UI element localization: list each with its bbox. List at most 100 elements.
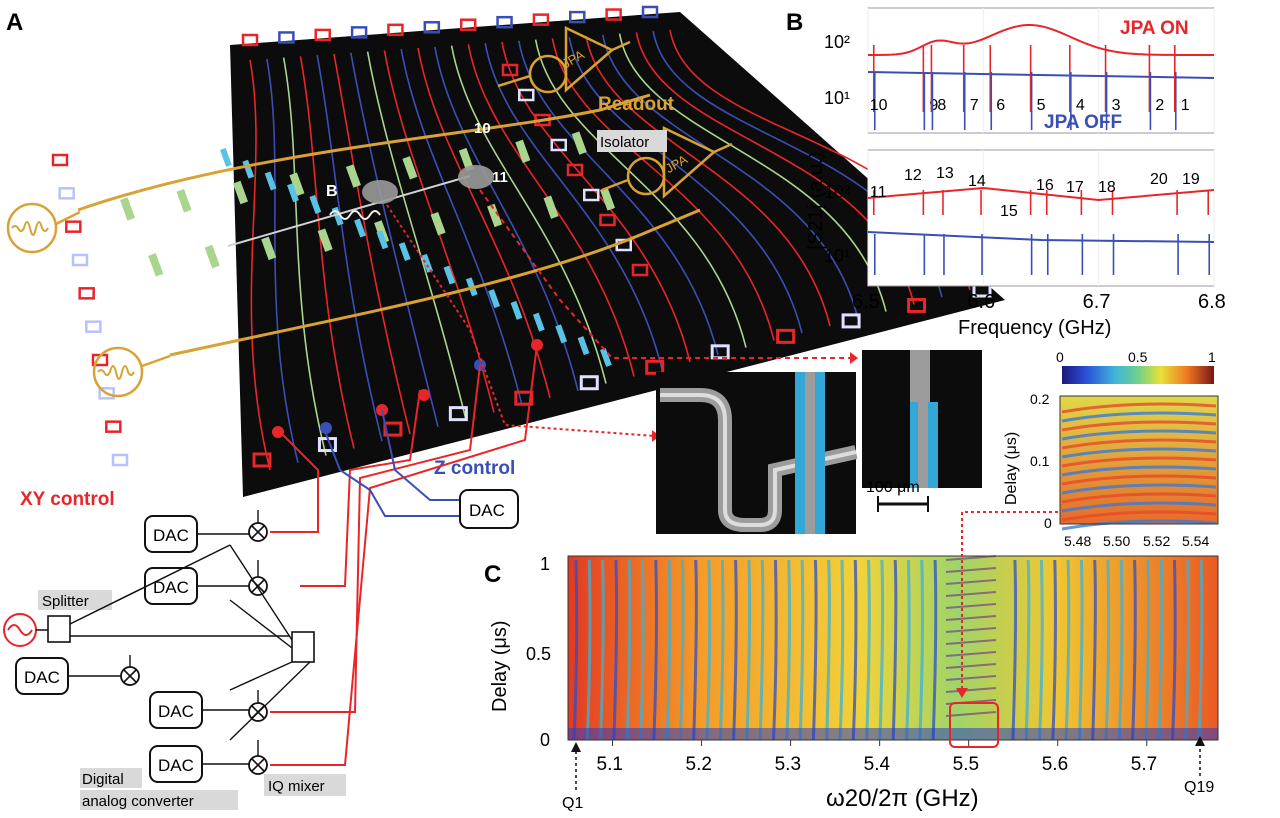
chevron-fringe <box>1117 559 1124 741</box>
pointer-line-b <box>386 204 656 437</box>
pointer-line-isolator <box>479 189 852 359</box>
chip-pad <box>518 88 535 102</box>
qubit-island <box>309 195 322 214</box>
xy-line-2 <box>300 389 421 587</box>
resonance-label-top: 9 <box>929 97 938 114</box>
low-delay-band <box>568 728 1218 740</box>
qubit-resonator <box>345 164 361 188</box>
chip-pad <box>710 344 730 360</box>
bond-pad <box>418 389 430 401</box>
chip-pad <box>459 18 477 31</box>
zoom-pointer-arrow <box>956 688 968 698</box>
inset-fringe <box>1061 465 1217 477</box>
chevron-fringe <box>1184 559 1190 741</box>
inset-ylabel: Delay (μs) <box>1003 432 1020 505</box>
chip-wire <box>417 47 551 399</box>
inset-fringe <box>1061 402 1217 414</box>
chip-pad <box>71 253 89 267</box>
b-ytick-top-100: 10² <box>824 32 850 52</box>
chevron-fringe <box>1104 559 1111 741</box>
jpa-off-label: JPA OFF <box>1044 112 1122 133</box>
readout-line-bottom <box>169 208 701 357</box>
c-xtick-label: 5.4 <box>864 754 891 775</box>
chevron-fringe <box>891 559 898 741</box>
chevron-fringe <box>838 559 845 741</box>
chip-pad <box>550 138 567 152</box>
xy-wiring <box>229 599 293 649</box>
jpa-on-trace-top <box>867 24 1215 56</box>
chevron-fringe <box>1157 559 1164 741</box>
chip-pad <box>111 453 129 467</box>
inset-heatmap: 0 0.5 1 Delay (μs) 0.2 0.1 0 5.48 5.50 5… <box>1003 349 1219 549</box>
chip-pad <box>583 188 600 202</box>
b-xtick-label: 6.7 <box>1083 291 1111 313</box>
panel-b-top-axes <box>867 7 1215 134</box>
qubit-island <box>264 171 277 191</box>
chevron-fringe <box>798 559 805 741</box>
chip-pad <box>532 13 550 26</box>
chip-wire <box>316 55 383 442</box>
inset-fringe <box>1061 519 1217 531</box>
chip-wire <box>602 34 859 319</box>
c-xtick-label: 5.6 <box>1042 754 1068 775</box>
qubit-resonator <box>402 156 418 180</box>
b-ytick-bottom-100: 10² <box>824 182 850 202</box>
chevron-fringe <box>931 559 938 741</box>
chevron-fringe <box>639 559 645 741</box>
chevron-fringe <box>811 559 818 741</box>
readout-label: Readout <box>598 94 675 115</box>
q1-arrow <box>571 742 581 752</box>
isolator-label: Isolator <box>600 134 649 151</box>
panel-b-bottom-axes <box>867 149 1215 287</box>
q19-arrow <box>1195 736 1205 746</box>
c-xtick-label: 5.5 <box>953 754 979 775</box>
qubit-island <box>398 242 411 262</box>
c-xtick-label: 5.7 <box>1131 754 1157 775</box>
inset-fringe <box>1061 501 1217 513</box>
panel-c-ylabel: Delay (μs) <box>489 620 511 712</box>
dense-fringe <box>945 567 997 573</box>
xy-dac-label: DAC <box>153 578 189 597</box>
chevron-fringe <box>732 559 738 741</box>
chevron-fringe <box>1144 559 1151 741</box>
qubit-bus <box>227 175 471 247</box>
readout-line-top <box>77 93 651 212</box>
dense-fringe <box>945 663 997 669</box>
chip-wire <box>282 57 327 456</box>
chip-pad <box>496 15 513 29</box>
chip-pad <box>98 387 115 400</box>
chip-pad <box>387 23 404 37</box>
chevron-fringe <box>825 559 831 741</box>
inset-fringe <box>1061 456 1217 468</box>
chip-wire <box>350 52 439 427</box>
resonance-label-top: 7 <box>970 97 979 114</box>
input-pulse-top <box>6 202 81 254</box>
qubit-resonator <box>317 228 333 252</box>
chevron-fringe <box>878 559 885 741</box>
chevron-fringe <box>918 559 924 741</box>
pulse-feed-top <box>55 210 81 226</box>
qubit-label-10: 10 <box>474 120 491 137</box>
inset-ytick-01: 0.1 <box>1030 453 1050 469</box>
dense-fringe <box>945 627 997 633</box>
qubit-resonator <box>120 197 136 221</box>
qubit-resonator <box>515 139 531 164</box>
inset-fringe <box>1061 411 1217 423</box>
resonance-label-top: 1 <box>1181 97 1190 114</box>
qubit-island <box>532 312 545 332</box>
qubit-island <box>376 230 389 250</box>
jpa-top-output <box>611 40 631 52</box>
dac-caption-bg-2 <box>80 790 238 810</box>
chip-pad <box>631 263 649 277</box>
z-dac-box <box>459 489 519 529</box>
qubit-island <box>600 347 612 367</box>
chip-pad <box>641 5 659 19</box>
chevron-fringe <box>758 559 765 741</box>
chip-pad <box>241 33 259 47</box>
chevron-fringe <box>1077 559 1084 741</box>
qubit-resonator <box>487 203 503 228</box>
readout-amplifiers: JPA JPA Readout Isolator <box>6 26 733 398</box>
inset-fringe <box>1061 429 1217 441</box>
